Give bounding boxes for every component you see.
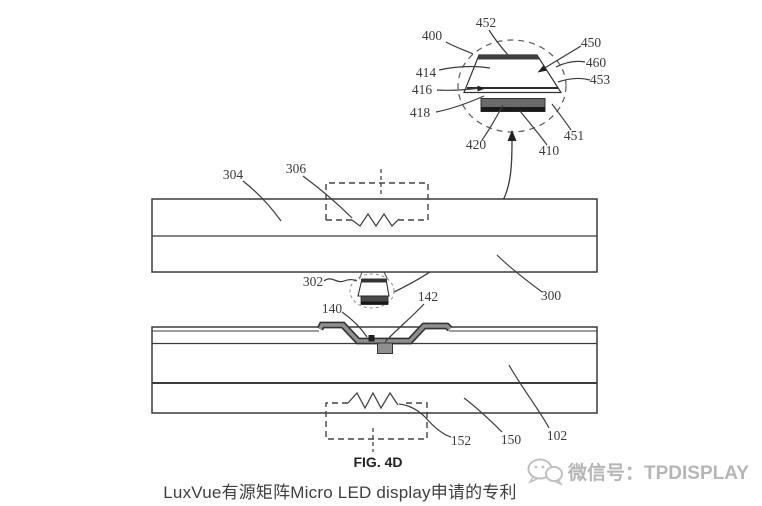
- leader-460: [555, 60, 586, 68]
- ref-label-452: 452: [476, 15, 496, 30]
- bank-fill-gray: [318, 323, 452, 343]
- leader-300: [496, 254, 543, 293]
- ref-label-300: 300: [541, 288, 562, 303]
- ref-label-410: 410: [539, 143, 560, 158]
- magnify-arrow-head: [507, 130, 517, 141]
- upper-carrier-substrate: 304 306 300: [151, 161, 598, 303]
- micro-led-bottom-contact-dark-edge: [481, 107, 545, 112]
- ref-label-102: 102: [547, 428, 567, 443]
- leader-410: [519, 110, 548, 146]
- leader-150: [463, 397, 503, 433]
- ref-label-451: 451: [564, 128, 584, 143]
- held-micro-led: 302: [303, 271, 395, 309]
- ref-label-414: 414: [416, 65, 437, 80]
- arrow-416-head: [477, 85, 486, 92]
- leader-451: [551, 103, 572, 131]
- leader-302: [323, 278, 358, 283]
- ref-label-418: 418: [410, 105, 431, 120]
- ref-label-142: 142: [418, 289, 438, 304]
- dashed-circuit-box-306: [325, 169, 429, 228]
- bank-contact-dot: [368, 335, 375, 342]
- resistor-zigzag-152: [347, 391, 399, 410]
- resistor-zigzag-306: [351, 212, 400, 228]
- leader-452: [488, 29, 509, 56]
- leader-304: [242, 180, 282, 222]
- leader-306: [302, 175, 353, 219]
- holder-line-right: [383, 271, 388, 280]
- leader-414: [438, 65, 491, 71]
- leader-140: [341, 311, 368, 338]
- leader-142: [384, 303, 425, 343]
- arrow-450-head: [537, 65, 547, 73]
- ref-label-450: 450: [581, 35, 602, 50]
- bank-center-via-plug: [377, 342, 393, 354]
- held-led-top-layer: [361, 279, 387, 283]
- leader-400: [445, 41, 474, 55]
- ref-label-460: 460: [586, 55, 607, 70]
- fig-number-label: FIG. 4D: [353, 454, 402, 470]
- ref-label-453: 453: [590, 72, 611, 87]
- holder-line-left: [359, 271, 363, 280]
- arrow-450-shaft: [542, 45, 582, 70]
- watermark: 微信号：TPDISPLAY: [527, 458, 749, 485]
- lower-receiving-substrate: 140 142 152 150 102: [151, 289, 598, 452]
- micro-led-top-layer: [476, 55, 540, 60]
- ref-label-304: 304: [223, 167, 244, 182]
- ref-label-140: 140: [322, 301, 343, 316]
- held-led-contact-dark-edge: [361, 301, 388, 305]
- leader-152: [398, 403, 452, 438]
- ref-label-420: 420: [466, 137, 487, 152]
- dashed-box-306-edges: [325, 182, 429, 221]
- detail-view: 452 400 450 460 453 414 416 418 420 410 …: [410, 15, 611, 158]
- ref-label-150: 150: [501, 432, 522, 447]
- figure-caption: LuxVue有源矩阵Micro LED display申请的专利: [163, 483, 517, 502]
- ref-label-400: 400: [422, 28, 443, 43]
- dashed-bonding-box-152: [325, 391, 428, 452]
- ref-label-152: 152: [451, 433, 471, 448]
- leader-418: [435, 95, 485, 113]
- leader-453: [557, 77, 591, 83]
- wechat-chat-bubbles-icon: [527, 458, 563, 485]
- ref-label-416: 416: [412, 82, 433, 97]
- held-led-dashed-outline: [349, 273, 395, 309]
- watermark-text: 微信号：TPDISPLAY: [568, 463, 749, 484]
- leader-102: [508, 364, 550, 429]
- ref-label-306: 306: [286, 161, 307, 176]
- leader-416: [436, 87, 478, 91]
- ref-label-302: 302: [303, 274, 323, 289]
- mesa-bank-structure: [316, 321, 453, 354]
- leader-420: [481, 104, 504, 141]
